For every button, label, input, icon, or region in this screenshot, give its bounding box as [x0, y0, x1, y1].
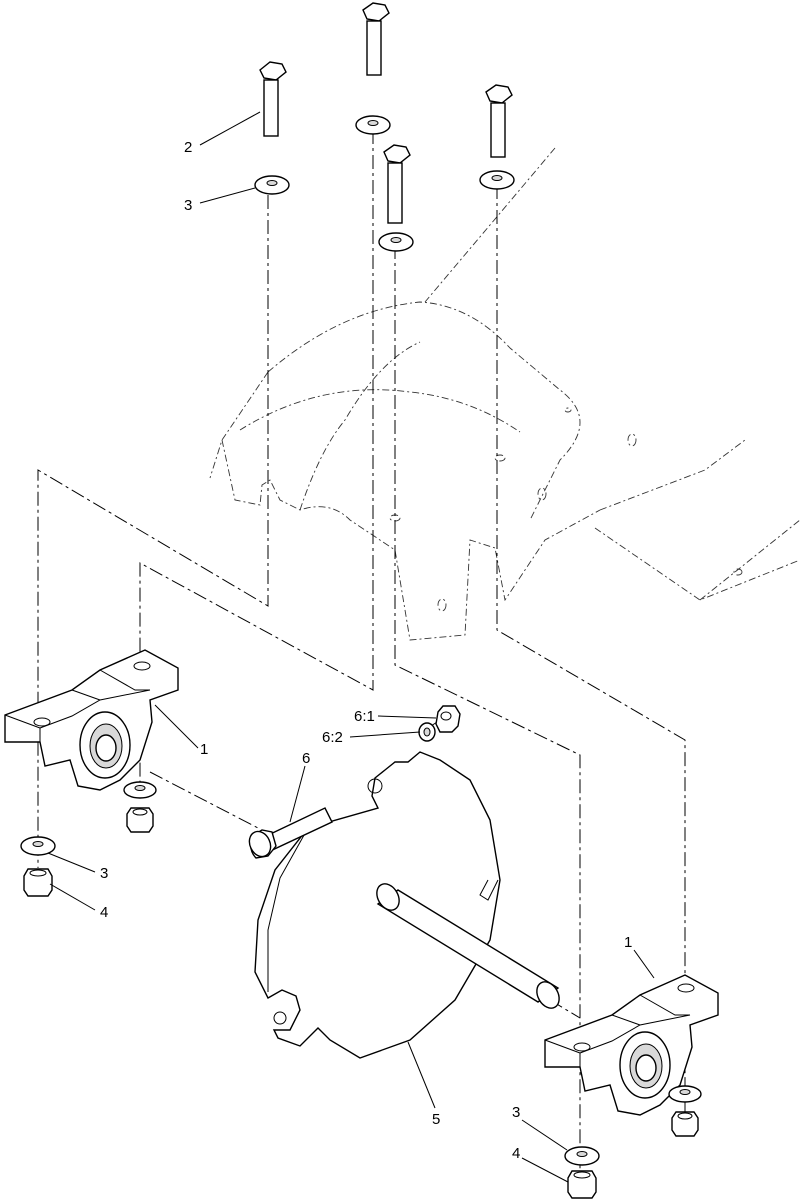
callout-c6: 6: [302, 750, 310, 767]
callout-c9: 1: [624, 934, 632, 951]
bolt-right: [485, 84, 513, 158]
washer-right: [479, 170, 515, 190]
bearing-left: [4, 649, 179, 791]
callout-c4: 6:1: [354, 708, 375, 725]
bearing-right: [544, 974, 719, 1116]
callout-c11: 3: [512, 1104, 520, 1121]
washer-left: [254, 175, 290, 195]
washer-right-bottom: [564, 1146, 600, 1166]
nut-right-upper: [671, 1111, 699, 1137]
nut-left-bottom: [23, 868, 53, 897]
washer-6-2: [418, 722, 436, 742]
washer-left-lower: [123, 781, 157, 799]
callout-c1: 2: [184, 139, 192, 156]
rotor-assembly: [254, 751, 560, 1059]
callout-c5: 6:2: [322, 729, 343, 746]
callout-c2: 3: [184, 197, 192, 214]
ghost-frame: [209, 147, 800, 641]
bolt-6: [248, 807, 333, 859]
callout-c12: 4: [512, 1145, 520, 1162]
washer-left-bottom: [20, 836, 56, 856]
nut-right-bottom: [567, 1170, 597, 1199]
leader-lines: [47, 111, 655, 1183]
bolt-mid: [383, 144, 411, 224]
washer-center: [355, 115, 391, 135]
callout-c8: 4: [100, 904, 108, 921]
callout-labels: 2 3 1 6:1 6:2 6 3 4 1 5 3 4: [100, 139, 632, 1162]
bolt-center: [362, 2, 390, 76]
nut-6-1: [435, 705, 461, 733]
bolt-left: [259, 61, 287, 137]
washer-right-lower: [668, 1085, 702, 1103]
washer-mid: [378, 232, 414, 252]
callout-c3: 1: [200, 741, 208, 758]
callout-c7: 3: [100, 865, 108, 882]
callout-c10: 5: [432, 1111, 440, 1128]
nut-left-upper: [126, 807, 154, 833]
